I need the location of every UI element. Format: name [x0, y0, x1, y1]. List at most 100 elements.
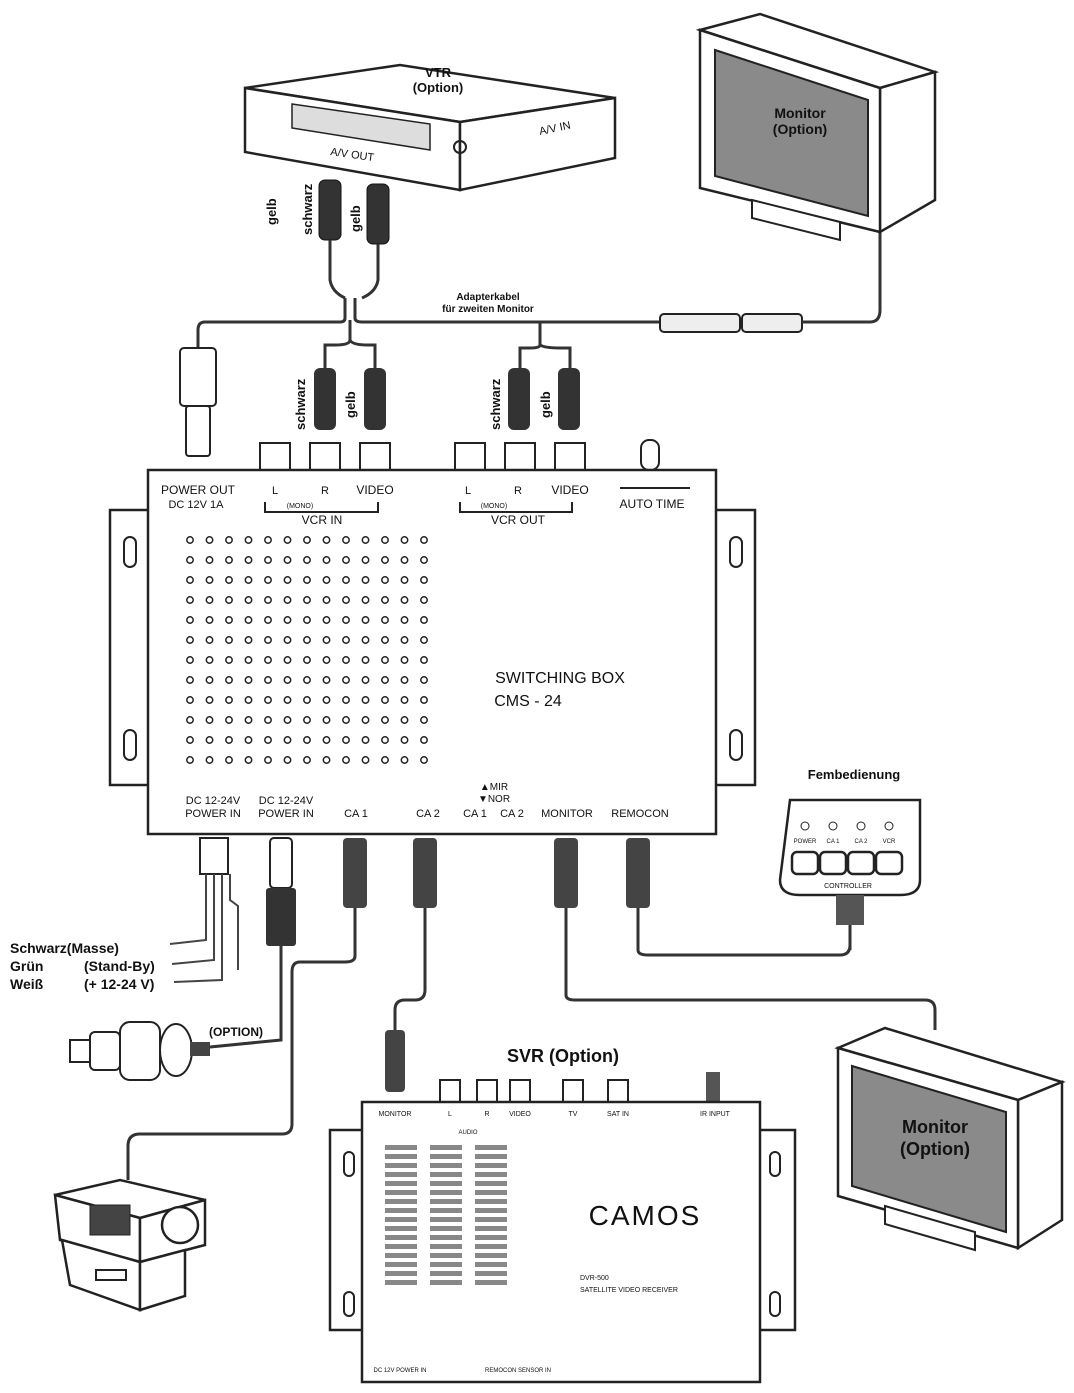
monitor-port-label: MONITOR — [541, 808, 593, 820]
vent-hole — [420, 596, 428, 604]
vtr-rca-plugs: gelb schwarz gelb — [264, 179, 390, 300]
vent-hole — [342, 636, 350, 644]
svr-vent-slot — [475, 1190, 507, 1195]
vent-hole — [420, 696, 428, 704]
vent-hole — [264, 636, 272, 644]
vent-hole — [205, 556, 214, 564]
vent-hole — [205, 736, 214, 744]
vent-hole — [303, 656, 311, 664]
remote-button-ca2[interactable] — [846, 850, 876, 876]
vent-hole — [361, 616, 370, 624]
remote-button-power[interactable] — [790, 850, 820, 876]
vent-hole — [381, 696, 389, 704]
monitor-top: Monitor (Option) — [695, 12, 940, 242]
vent-hole — [283, 576, 292, 584]
remote-button-vcr[interactable] — [874, 850, 904, 876]
svr-vent-slot — [385, 1172, 417, 1177]
vent-hole — [244, 616, 253, 624]
vent-hole — [381, 736, 389, 744]
svr-vent-slot — [430, 1244, 462, 1249]
vent-hole — [361, 636, 370, 644]
svr-remocon-in: REMOCON SENSOR IN — [485, 1368, 551, 1374]
svr-vent-slot — [475, 1253, 507, 1258]
wire-schwarz-label: Schwarz(Masse) — [10, 940, 119, 956]
schwarz-vcr-out-label: schwarz — [488, 378, 503, 430]
svr-vent-slot — [475, 1262, 507, 1267]
vent-hole — [342, 536, 350, 544]
svr-vent-slot — [430, 1226, 462, 1231]
vent-hole — [420, 676, 428, 684]
vent-hole — [400, 536, 409, 544]
vent-hole — [342, 676, 350, 684]
vcr-in-l-label: L — [272, 485, 278, 497]
svr-vent-slot — [430, 1253, 462, 1258]
vent-hole — [244, 636, 253, 644]
vtr-title: VTR — [425, 65, 452, 80]
vent-hole — [381, 596, 389, 604]
monitor-top-option: (Option) — [773, 121, 827, 137]
svr-audio-label: AUDIO — [458, 1130, 477, 1136]
switching-box: SWITCHING BOX CMS - 24 POWER OUT DC 12V … — [108, 439, 757, 836]
svr-vent-slot — [385, 1244, 417, 1249]
vent-hole — [205, 716, 214, 724]
vent-hole — [225, 716, 233, 724]
gelb-left-label: gelb — [264, 198, 279, 225]
gelb-vcr-in-label: gelb — [343, 391, 358, 418]
svr-vent-slot — [475, 1163, 507, 1168]
svr-brand: CAMOS — [589, 1200, 702, 1231]
vent-hole — [303, 616, 311, 624]
vent-hole — [420, 636, 428, 644]
vent-hole — [400, 656, 409, 664]
vent-hole — [186, 596, 194, 604]
ca1-label: CA 1 — [344, 808, 368, 820]
svr-vent-slot — [475, 1217, 507, 1222]
monitor-bottom: Monitor (Option) — [834, 1026, 1066, 1252]
svr-vent-slot — [385, 1226, 417, 1231]
vent-hole — [283, 636, 292, 644]
cigarette-plug: (OPTION) — [69, 1021, 263, 1081]
vent-hole — [283, 556, 292, 564]
vent-hole — [322, 736, 331, 744]
vent-hole — [244, 576, 253, 584]
vtr-option: (Option) — [413, 80, 464, 95]
vent-hole — [400, 736, 409, 744]
mir-label: ▲MIR — [480, 782, 508, 793]
bottom-connectors — [126, 837, 937, 1180]
svr-vent-slot — [430, 1172, 462, 1177]
svr-vent-slot — [430, 1235, 462, 1240]
wire-gruen-label: Grün — [10, 958, 43, 974]
vent-hole — [205, 616, 214, 624]
vent-hole — [244, 596, 253, 604]
remote-button-ca1[interactable] — [818, 850, 848, 876]
vent-hole — [322, 616, 331, 624]
power-in-2-line2: POWER IN — [258, 808, 314, 820]
vent-hole — [400, 596, 409, 604]
vent-hole — [361, 656, 370, 664]
vent-hole — [244, 736, 253, 744]
vent-hole — [283, 596, 292, 604]
vent-hole — [400, 676, 409, 684]
vent-hole — [244, 676, 253, 684]
svr-vent-slot — [430, 1262, 462, 1267]
svr-vent-slot — [385, 1217, 417, 1222]
svr-vent-slot — [430, 1190, 462, 1195]
vent-hole — [186, 616, 194, 624]
vent-hole — [264, 696, 272, 704]
svr-vent-slot — [430, 1280, 462, 1285]
vent-hole — [342, 596, 350, 604]
svr-model: DVR-500 — [580, 1275, 609, 1282]
vent-hole — [322, 716, 331, 724]
svr-vent-slot — [385, 1163, 417, 1168]
vent-hole — [186, 716, 194, 724]
vcr-out-l-label: L — [465, 485, 471, 497]
vent-hole — [225, 616, 233, 624]
vent-hole — [186, 676, 194, 684]
vent-hole — [303, 716, 311, 724]
svr-port-ir-input: IR INPUT — [700, 1111, 731, 1118]
vent-hole — [283, 696, 292, 704]
vent-hole — [400, 756, 409, 764]
vent-hole — [322, 656, 331, 664]
vent-hole — [342, 616, 350, 624]
vent-hole — [225, 636, 233, 644]
